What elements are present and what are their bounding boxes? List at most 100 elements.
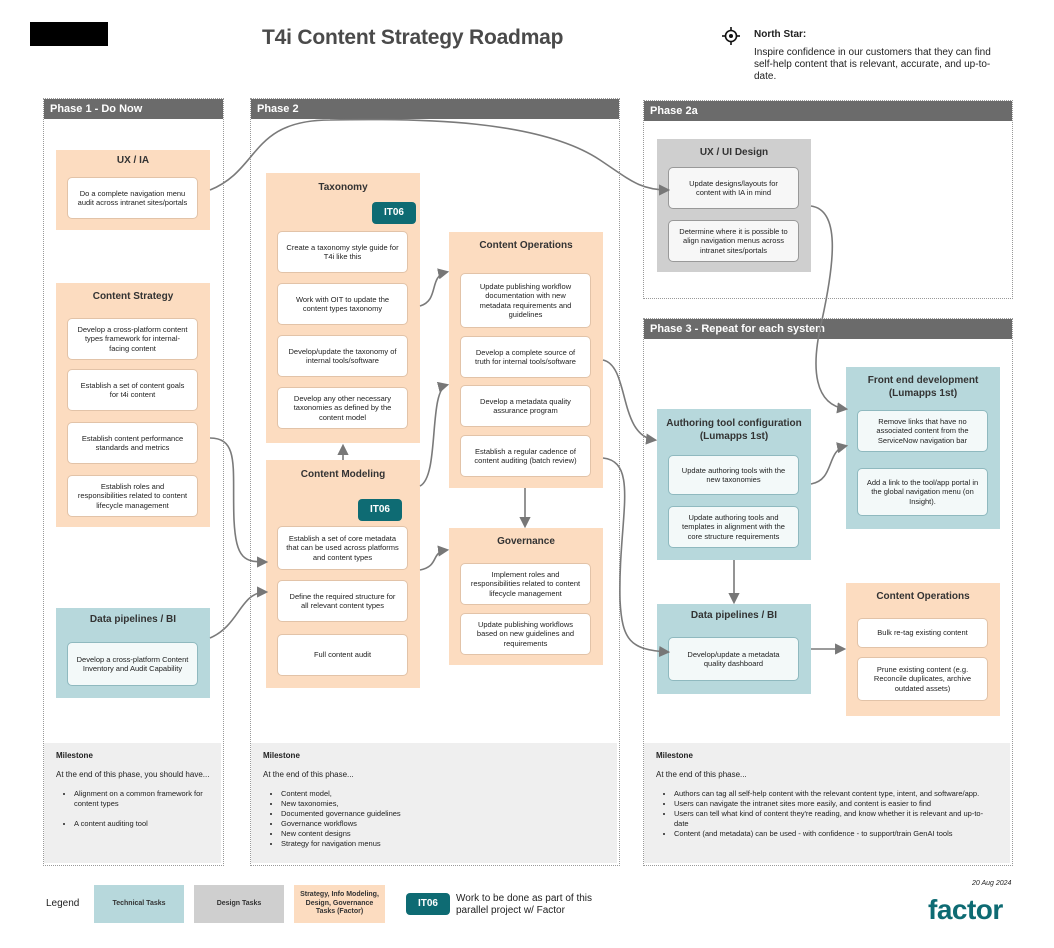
content-modeling-group: Content Modeling IT06 Establish a set of… (266, 460, 420, 688)
data-bi-p1-card-1: Develop a cross-platform Content Invento… (67, 642, 198, 686)
factor-logo: factor (928, 894, 1003, 925)
milestone-p2-title: Milestone (263, 751, 300, 760)
document-date: 20 Aug 2024 (972, 880, 1012, 887)
ux-ui-title: UX / UI Design (699, 147, 769, 158)
milestone-p3: Milestone At the end of this phase... Au… (644, 743, 1010, 863)
content-ops-p2-title: Content Operations (479, 240, 573, 251)
arrow-databi-to-modeling (209, 586, 269, 639)
taxonomy-it06-badge: IT06 (372, 202, 416, 224)
arrow-modeling-to-ops (419, 381, 450, 487)
milestone-p2-item: Documented governance guidelines (281, 809, 401, 819)
frontend-group: Front end development (Lumapps 1st) Remo… (846, 367, 1000, 529)
milestone-p2-item: New taxonomies, (281, 799, 401, 809)
authoring-title: Authoring tool configuration (Lumapps 1s… (666, 418, 802, 442)
milestone-p1-intro: At the end of this phase, you should hav… (56, 770, 210, 779)
taxonomy-card-4: Develop any other necessary taxonomies a… (277, 387, 408, 429)
legend-it06-badge: IT06 (406, 893, 450, 915)
ux-ui-group: UX / UI Design Update designs/layouts fo… (657, 139, 811, 272)
taxonomy-title: Taxonomy (318, 182, 368, 193)
milestone-p1-title: Milestone (56, 751, 93, 760)
milestone-p2-list: Content model, New taxonomies, Documente… (265, 789, 401, 849)
milestone-p3-list: Authors can tag all self-help content wi… (658, 789, 984, 839)
content-modeling-card-3: Full content audit (277, 634, 408, 676)
milestone-p1-item: A content auditing tool (74, 819, 221, 829)
data-bi-p3-card-1: Develop/update a metadata quality dashbo… (668, 637, 799, 681)
arrow-uxia-to-uxui (209, 118, 671, 196)
phase-2a-panel: Phase 2a (643, 100, 1013, 299)
legend-badge-text: Work to be done as part of this parallel… (456, 893, 593, 916)
north-star-text: Inspire confidence in our customers that… (754, 47, 991, 82)
authoring-card-1: Update authoring tools with the new taxo… (668, 455, 799, 495)
taxonomy-card-1: Create a taxonomy style guide for T4i li… (277, 231, 408, 273)
arrow-uxui-to-frontend (810, 205, 849, 414)
authoring-card-2: Update authoring tools and templates in … (668, 506, 799, 548)
content-ops-p3-card-2: Prune existing content (e.g. Reconcile d… (857, 657, 988, 701)
frontend-card-2: Add a link to the tool/app portal in the… (857, 468, 988, 516)
governance-card-2: Update publishing workflows based on new… (460, 613, 591, 655)
legend-strategy: Strategy, Info Modeling, Design, Governa… (294, 885, 385, 923)
taxonomy-card-2: Work with OIT to update the content type… (277, 283, 408, 325)
content-modeling-it06-badge: IT06 (358, 499, 402, 521)
content-strategy-card-2: Establish a set of content goals for t4i… (67, 369, 198, 411)
phase-1-header: Phase 1 - Do Now (44, 99, 223, 119)
ux-ui-card-1: Update designs/layouts for content with … (668, 167, 799, 209)
content-strategy-card-1: Develop a cross-platform content types f… (67, 318, 198, 360)
milestone-p1-item: Alignment on a common framework for cont… (74, 789, 221, 809)
frontend-title: Front end development (Lumapps 1st) (867, 375, 979, 399)
milestone-p3-item: Users can navigate the intranet sites mo… (674, 799, 984, 809)
north-star-label: North Star: (754, 29, 807, 40)
page-title: T4i Content Strategy Roadmap (262, 26, 564, 49)
content-strategy-card-3: Establish content performance standards … (67, 422, 198, 464)
arrow-ops-to-authoring (602, 359, 658, 445)
content-ops-p3-card-1: Bulk re-tag existing content (857, 618, 988, 648)
north-star-icon (722, 27, 740, 45)
data-bi-p1-title: Data pipelines / BI (89, 614, 177, 625)
governance-title: Governance (497, 536, 555, 547)
governance-card-1: Implement roles and responsibilities rel… (460, 563, 591, 605)
milestone-p2-intro: At the end of this phase... (263, 770, 354, 779)
content-ops-p2-card-2: Develop a complete source of truth for i… (460, 336, 591, 378)
data-bi-p1-group: Data pipelines / BI Develop a cross-plat… (56, 608, 210, 698)
milestone-p3-title: Milestone (656, 751, 693, 760)
phase-2-panel: Phase 2 (250, 98, 620, 866)
arrow-authoring-to-frontend (810, 442, 849, 485)
taxonomy-card-3: Develop/update the taxonomy of internal … (277, 335, 408, 377)
ux-ia-title: UX / IA (116, 155, 150, 166)
phase-2-header: Phase 2 (251, 99, 619, 119)
legend-label: Legend (46, 898, 80, 909)
governance-group: Governance Implement roles and responsib… (449, 528, 603, 665)
content-ops-p3-group: Content Operations Bulk re-tag existing … (846, 583, 1000, 716)
content-ops-p2-card-4: Establish a regular cadence of content a… (460, 435, 591, 477)
legend-technical: Technical Tasks (94, 885, 184, 923)
data-bi-p3-title: Data pipelines / BI (690, 610, 778, 621)
content-modeling-card-1: Establish a set of core metadata that ca… (277, 526, 408, 570)
content-strategy-card-4: Establish roles and responsibilities rel… (67, 475, 198, 517)
milestone-p2-item: Strategy for navigation menus (281, 839, 401, 849)
content-ops-p2-card-1: Update publishing workflow documentation… (460, 273, 591, 328)
milestone-p3-item: Authors can tag all self-help content wi… (674, 789, 984, 799)
content-modeling-card-2: Define the required structure for all re… (277, 580, 408, 622)
milestone-p2: Milestone At the end of this phase... Co… (251, 743, 617, 863)
arrow-strategy-to-modeling (209, 437, 269, 568)
legend-design: Design Tasks (194, 885, 284, 923)
milestone-p1-list: Alignment on a common framework for cont… (58, 789, 221, 829)
taxonomy-group: Taxonomy IT06 Create a taxonomy style gu… (266, 173, 420, 443)
authoring-group: Authoring tool configuration (Lumapps 1s… (657, 409, 811, 560)
milestone-p3-item: Content (and metadata) can be used - wit… (674, 829, 984, 839)
content-ops-p2-card-3: Develop a metadata quality assurance pro… (460, 385, 591, 427)
phase-3-header: Phase 3 - Repeat for each system (644, 319, 1012, 339)
arrow-ops-to-databi-p3 (602, 457, 671, 658)
redacted-logo (30, 22, 108, 46)
milestone-p2-item: New content designs (281, 829, 401, 839)
milestone-p2-item: Content model, (281, 789, 401, 799)
content-ops-p2-group: Content Operations Update publishing wor… (449, 232, 603, 488)
arrow-modeling-to-governance (419, 545, 450, 571)
content-ops-p3-title: Content Operations (876, 591, 970, 602)
milestone-p3-item: Users can tell what kind of content they… (674, 809, 984, 829)
arrow-taxonomy-to-ops (419, 268, 450, 307)
phase-1-panel: Phase 1 - Do Now (43, 98, 224, 866)
phase-3-panel: Phase 3 - Repeat for each system (643, 318, 1013, 866)
content-strategy-title: Content Strategy (92, 291, 174, 302)
milestone-p3-intro: At the end of this phase... (656, 770, 747, 779)
